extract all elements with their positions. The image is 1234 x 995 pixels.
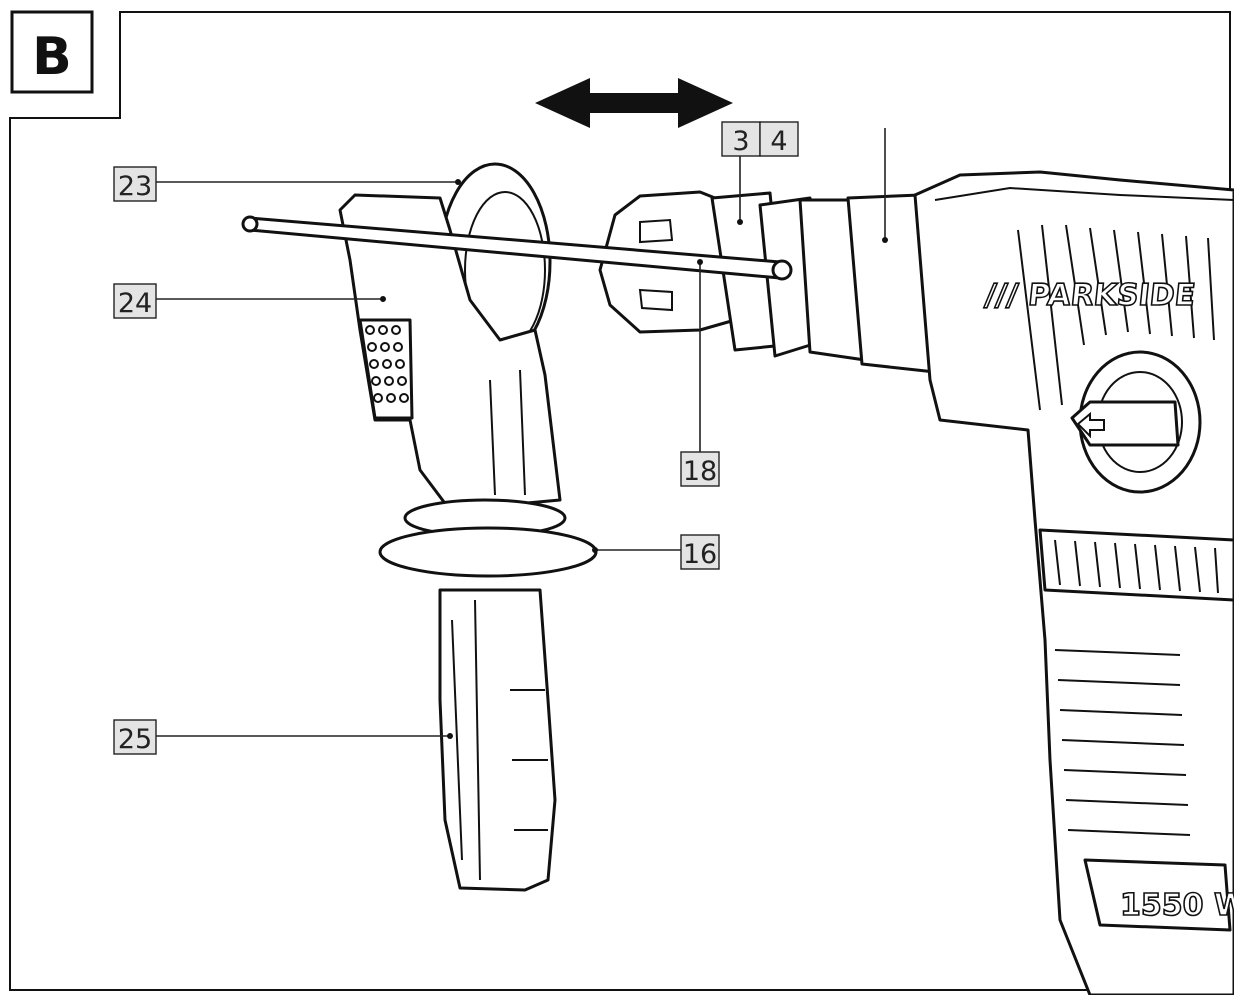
svg-text:25: 25: [118, 724, 152, 755]
svg-text:18: 18: [683, 456, 717, 487]
svg-text:23: 23: [118, 171, 152, 202]
lower-grip: [438, 588, 557, 892]
grip-texture: [365, 325, 409, 403]
panel-label-box: [10, 10, 94, 94]
stop-disk: [378, 526, 598, 578]
callout-3-4: 3 4: [721, 121, 888, 243]
callout-24: 24: [113, 283, 386, 319]
callout-25: 25: [113, 719, 453, 755]
callout-16: 16: [592, 534, 720, 570]
selector-knob: [1070, 400, 1180, 447]
callout-label-4: 4: [770, 126, 787, 157]
depth-stop-rod: [241, 215, 793, 281]
power-rating-label: 1550 W: [1120, 888, 1234, 923]
double-arrow-icon: [535, 78, 733, 128]
panel-label: B: [32, 27, 72, 87]
callout-23: 23: [113, 166, 461, 202]
svg-text:16: 16: [683, 539, 717, 570]
svg-text:24: 24: [118, 288, 152, 319]
auxiliary-handle: [338, 162, 598, 892]
callout-18: 18: [680, 259, 720, 487]
figure-frame: [9, 11, 1231, 991]
drill-body: /// PARKSIDE 1550 W: [598, 170, 1234, 995]
brand-logo: /// PARKSIDE: [983, 278, 1197, 313]
arrow-left-icon: [1076, 411, 1105, 439]
callout-label-3: 3: [732, 126, 749, 157]
